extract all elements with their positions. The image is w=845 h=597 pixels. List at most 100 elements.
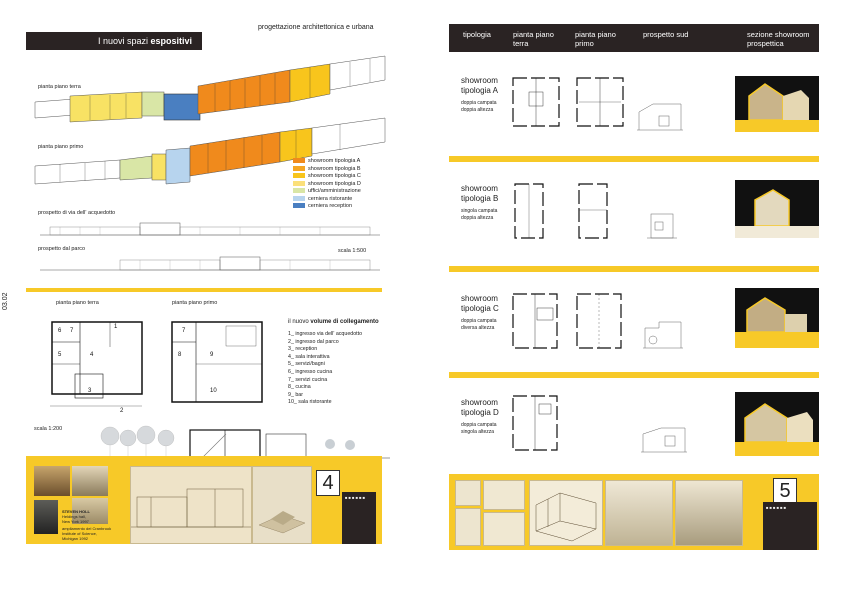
plan-b-num: 9 — [210, 352, 214, 358]
legend-item: showroom tipologia C — [293, 173, 361, 181]
section-render-c — [735, 288, 819, 348]
elevation-acquedotto — [40, 222, 380, 236]
left-reference-panel: STEVEN HOLL Heldings hall, New York 1997… — [26, 456, 382, 544]
render-drawing — [735, 403, 819, 456]
plan-a-num: 7 — [70, 328, 74, 334]
right-page: tipologia pianta piano terra pianta pian… — [422, 0, 845, 597]
legend-item: showroom tipologia B — [293, 166, 361, 174]
photo-interior-2 — [72, 466, 108, 496]
sketch-section-1 — [130, 466, 252, 544]
volume-item: 8_ cucina — [288, 384, 311, 391]
render-drawing — [735, 189, 819, 238]
volume-item: 5_ servizi/bagni — [288, 361, 325, 368]
left-page: progettazione architettonica e urbana I … — [0, 0, 422, 597]
table-header-bar: tipologia pianta piano terra pianta pian… — [449, 24, 819, 52]
elevation-b — [647, 213, 677, 239]
photo-interior-1 — [34, 466, 70, 496]
plan-b-num: 8 — [178, 352, 182, 358]
plan-a-num: 1 — [114, 324, 118, 330]
volume-item: 7_ servizi cucina — [288, 376, 328, 383]
photo-building — [34, 500, 58, 534]
model-photo-1 — [605, 480, 673, 546]
elevation-parco — [40, 256, 380, 271]
section-render-b — [735, 180, 819, 238]
label-prospetto-acquedotto: prospetto di via dell' acquedotto — [38, 210, 116, 216]
sketch-thumb-2 — [455, 508, 481, 546]
plan-a-num: 3 — [88, 388, 92, 394]
plan-a-ground — [512, 77, 560, 127]
panel-fine-print: ■ ■ ■ ■ ■ ■ — [345, 495, 366, 500]
credit-block: STEVEN HOLL Heldings hall, New York 1997… — [62, 509, 112, 542]
trees — [100, 425, 175, 458]
row-title: showroom tipologia A — [461, 76, 498, 95]
credit-line: ampliamento del Cranbrook — [62, 526, 112, 532]
render-drawing — [735, 297, 819, 348]
sketch-drawing — [131, 488, 251, 528]
plan-a-num: 2 — [120, 408, 124, 412]
plan-a-num: 6 — [58, 328, 62, 334]
plan-d-ground — [512, 395, 558, 451]
left-subtitle: progettazione architettonica e urbana — [258, 24, 374, 31]
sketch-model — [252, 466, 312, 544]
plan-a-num: 4 — [90, 352, 94, 358]
col-header-sezione: sezione showroom prospettica — [747, 30, 810, 48]
left-header-title: I nuovi spazi espositivi — [97, 36, 192, 46]
plan-a-num: 5 — [58, 352, 62, 358]
label-pt2: pianta piano terra — [56, 300, 99, 306]
plan-c-first — [576, 293, 622, 349]
ground-plan-lines — [34, 55, 386, 123]
label-piano-primo: pianta piano primo — [38, 144, 84, 150]
legend-swatch — [293, 180, 305, 186]
volume-legend: il nuovo volume di collegamento 1_ ingre… — [288, 319, 398, 407]
plan-c-ground — [512, 293, 558, 349]
row-separator — [449, 156, 819, 162]
credit-line: Heldings hall, — [62, 513, 87, 519]
elevation-c — [643, 321, 683, 349]
sketch-thumb-3 — [483, 480, 525, 510]
legend-item: showroom tipologia D — [293, 181, 361, 189]
section-render-d — [735, 392, 819, 456]
row-separator — [449, 372, 819, 378]
sketch-thumb-4 — [483, 512, 525, 546]
left-panel-dark-block: ■ ■ ■ ■ ■ ■ — [342, 492, 376, 544]
panel-fine-print: ■ ■ ■ ■ ■ ■ — [766, 505, 787, 510]
volume-item: 10_ sala ristorante — [288, 399, 332, 406]
site-plan-ground-floor — [34, 55, 386, 123]
volume-item: 2_ ingresso dal parco — [288, 338, 339, 345]
photo-interior-3 — [72, 498, 108, 524]
right-panel-dark-block: ■ ■ ■ ■ ■ ■ — [763, 502, 817, 550]
credit-line: Michigan 1992 — [62, 535, 89, 541]
model-photo-2 — [675, 480, 743, 546]
plan-b-ground — [514, 183, 544, 239]
plan-a-first — [576, 77, 624, 127]
legend-swatch — [293, 173, 305, 179]
credit-line: New York 1997 — [62, 518, 89, 524]
plan-b-first — [578, 183, 608, 239]
col-header-piano-terra: pianta piano terra — [513, 30, 554, 48]
left-header-bar: I nuovi spazi espositivi — [26, 32, 202, 50]
label-piano-terra: pianta piano terra — [38, 84, 81, 90]
first-plan-lines — [34, 117, 386, 185]
credit-line: Institute of Science, — [62, 531, 97, 537]
left-divider-bar — [26, 288, 382, 292]
perspective-drawing — [535, 492, 597, 542]
credit-name: STEVEN HOLL — [62, 509, 91, 514]
legend-swatch — [293, 195, 305, 201]
col-header-tipologia: tipologia — [463, 30, 491, 39]
col-header-piano-primo: pianta piano primo — [575, 30, 616, 48]
row-title: showroom tipologia D — [461, 398, 499, 417]
volume-item: 6_ ingresso cucina — [288, 368, 333, 375]
scale-200: scala 1:200 — [34, 426, 63, 432]
right-reference-panel: 5 ■ ■ ■ ■ ■ ■ — [449, 474, 819, 550]
volume-legend-title: il nuovo volume di collegamento — [288, 319, 379, 325]
section-render-a — [735, 76, 819, 132]
legend-swatch — [293, 203, 305, 209]
volume-item: 4_ sala interattiva — [288, 353, 330, 360]
panel-number-4: 4 — [316, 470, 340, 496]
